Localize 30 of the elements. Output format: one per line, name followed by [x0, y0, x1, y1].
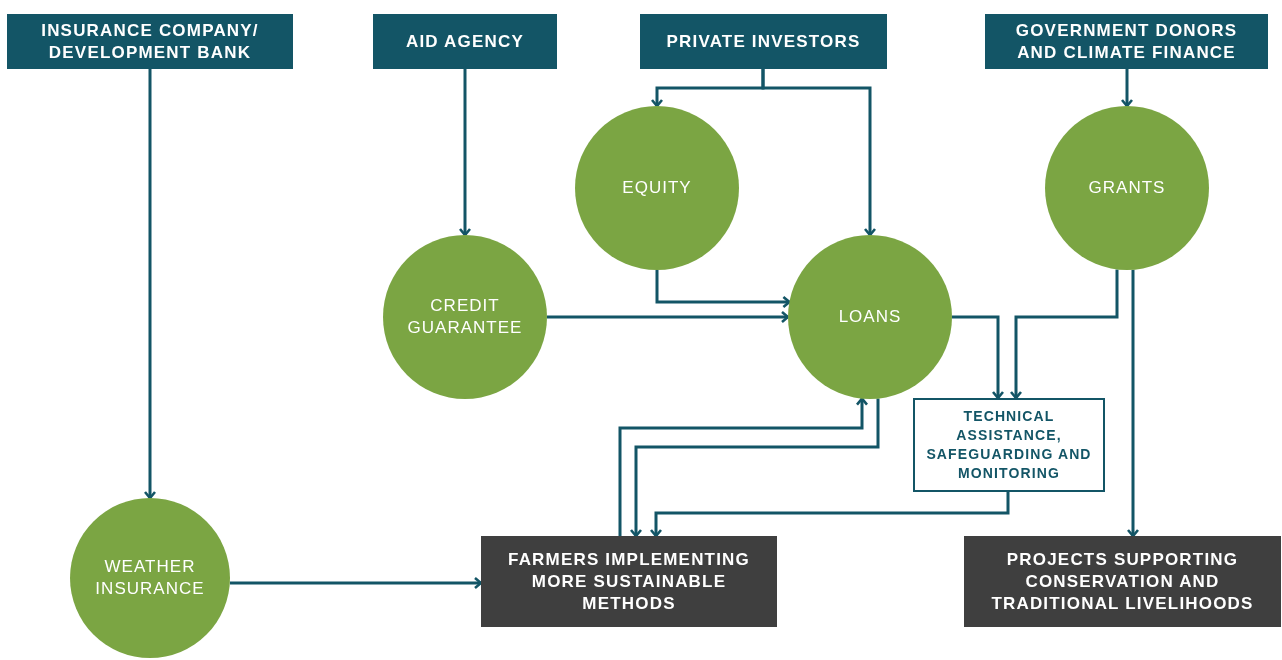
flow-arrow [458, 69, 472, 237]
flow-arrow [655, 270, 791, 309]
source-box [985, 14, 1268, 69]
source-box [373, 14, 557, 69]
outcome-box [481, 536, 777, 627]
node-label: EQUITY [622, 177, 692, 199]
node-label: LOANS [838, 306, 902, 328]
flow-arrow [143, 69, 157, 500]
node-label: GRANTS [1088, 177, 1166, 199]
node-label: PRIVATE INVESTORS [666, 30, 861, 53]
source-box [640, 14, 887, 69]
flow-arrow [649, 492, 1010, 538]
outcome-box [964, 536, 1281, 627]
flow-arrow [952, 315, 1005, 400]
flow-arrow [1120, 69, 1134, 108]
flow-arrow [761, 69, 877, 237]
node-label: GOVERNMENT DONORS AND CLIMATE FINANCE [1014, 19, 1239, 64]
service-box [913, 398, 1105, 492]
node-label: CREDIT GUARANTEE [406, 295, 524, 339]
flow-arrow [1126, 269, 1140, 538]
flow-arrow [229, 576, 483, 590]
node-label: FARMERS IMPLEMENTING MORE SUSTAINABLE METHODS [507, 548, 751, 615]
node-label: PROJECTS SUPPORTING CONSERVATION AND TRADITIONAL LIVELIHOODS [990, 548, 1255, 615]
source-box [7, 14, 293, 69]
node-label: AID AGENCY [406, 30, 524, 53]
flow-arrow [1009, 269, 1119, 400]
node-label: INSURANCE COMPANY/ DEVELOPMENT BANK [40, 19, 260, 64]
flow-arrow [547, 310, 790, 324]
node-label: TECHNICAL ASSISTANCE, SAFEGUARDING AND MONITORING [925, 407, 1093, 483]
node-label: WEATHER INSURANCE [94, 556, 206, 600]
